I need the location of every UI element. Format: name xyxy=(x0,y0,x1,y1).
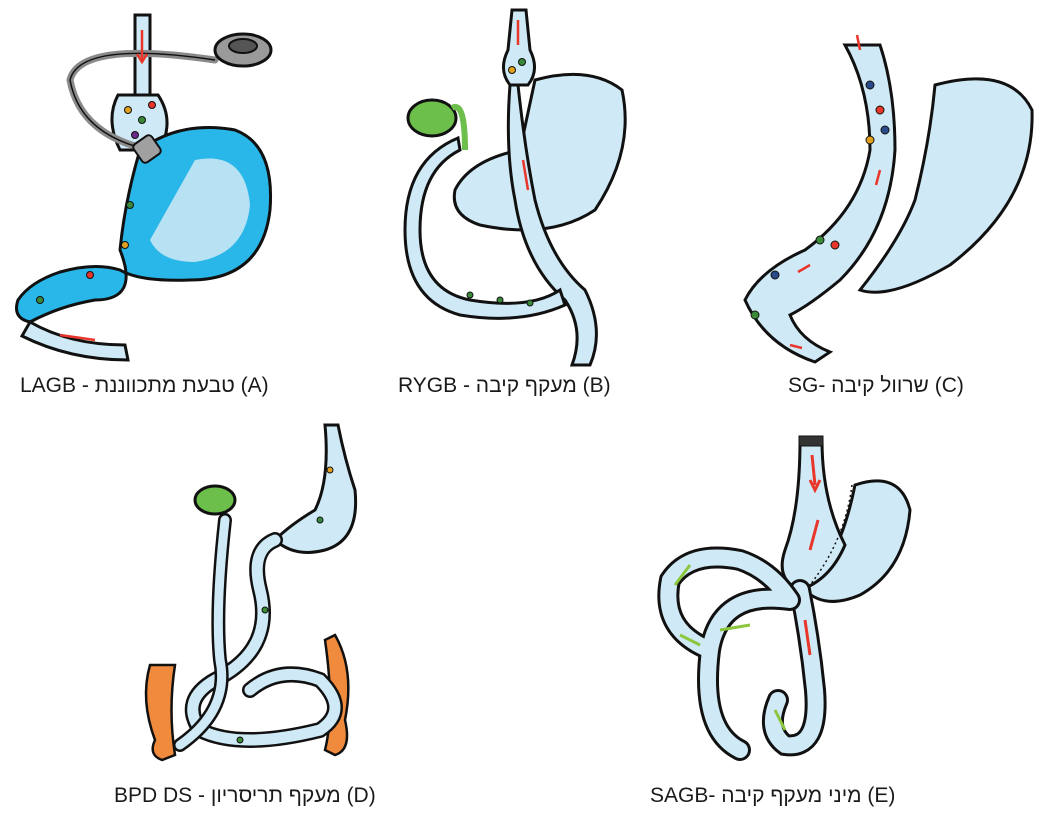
biliopancreatic-limb xyxy=(175,515,230,750)
remnant-stomach xyxy=(452,72,627,232)
gastric-sleeve xyxy=(272,423,358,554)
food-flow-arrow-icon xyxy=(516,20,530,191)
caption-sagb: SAGB- מיני מעקף קיבה (E) xyxy=(650,784,896,807)
stomach-highlight xyxy=(150,158,250,262)
food-particles xyxy=(236,466,334,744)
roux-limb xyxy=(506,83,598,367)
food-particles xyxy=(36,101,156,304)
staple-line xyxy=(809,484,853,586)
caption-rygb: RYGB - מעקף קיבה (B) xyxy=(398,374,611,397)
afferent-limb xyxy=(660,549,798,758)
gastric-sleeve xyxy=(743,43,897,364)
rygb-illustration xyxy=(403,8,627,367)
sg-illustration xyxy=(743,34,1034,364)
panel-sg: SG- שרוול קיבה (C) xyxy=(720,0,1060,410)
lagb-illustration xyxy=(15,13,273,362)
caption-sg: SG- שרוול קיבה (C) xyxy=(788,374,964,397)
panel-lagb: LAGB - טבעת מתכווננת (A) xyxy=(0,0,300,410)
panel-bpd-ds: BPD DS - מעקף תריסריון (D) xyxy=(100,410,420,815)
caption-lagb: LAGB - טבעת מתכווננת (A) xyxy=(20,374,269,397)
food-flow-arrow-icon xyxy=(673,454,822,731)
food-flow-arrow-icon xyxy=(59,30,149,342)
panel-rygb: RYGB - מעקף קיבה (B) xyxy=(360,0,660,410)
sagb-illustration xyxy=(657,435,912,761)
food-flow-arrow-icon xyxy=(789,34,882,350)
adjustable-gastric-band-icon xyxy=(66,32,273,164)
bpd-ds-illustration xyxy=(144,423,358,762)
gallbladder-icon xyxy=(193,484,237,516)
gallbladder-icon xyxy=(406,98,468,151)
removed-stomach-portion xyxy=(857,77,1034,294)
food-particles xyxy=(750,80,890,320)
esophagus-cut xyxy=(798,435,824,447)
caption-bpd-ds: BPD DS - מעקף תריסריון (D) xyxy=(114,784,376,807)
biliopancreatic-limb xyxy=(403,135,567,320)
food-particles xyxy=(466,58,534,307)
duodenum xyxy=(19,319,130,362)
panel-sagb: SAGB- מיני מעקף קיבה (E) xyxy=(600,410,940,815)
